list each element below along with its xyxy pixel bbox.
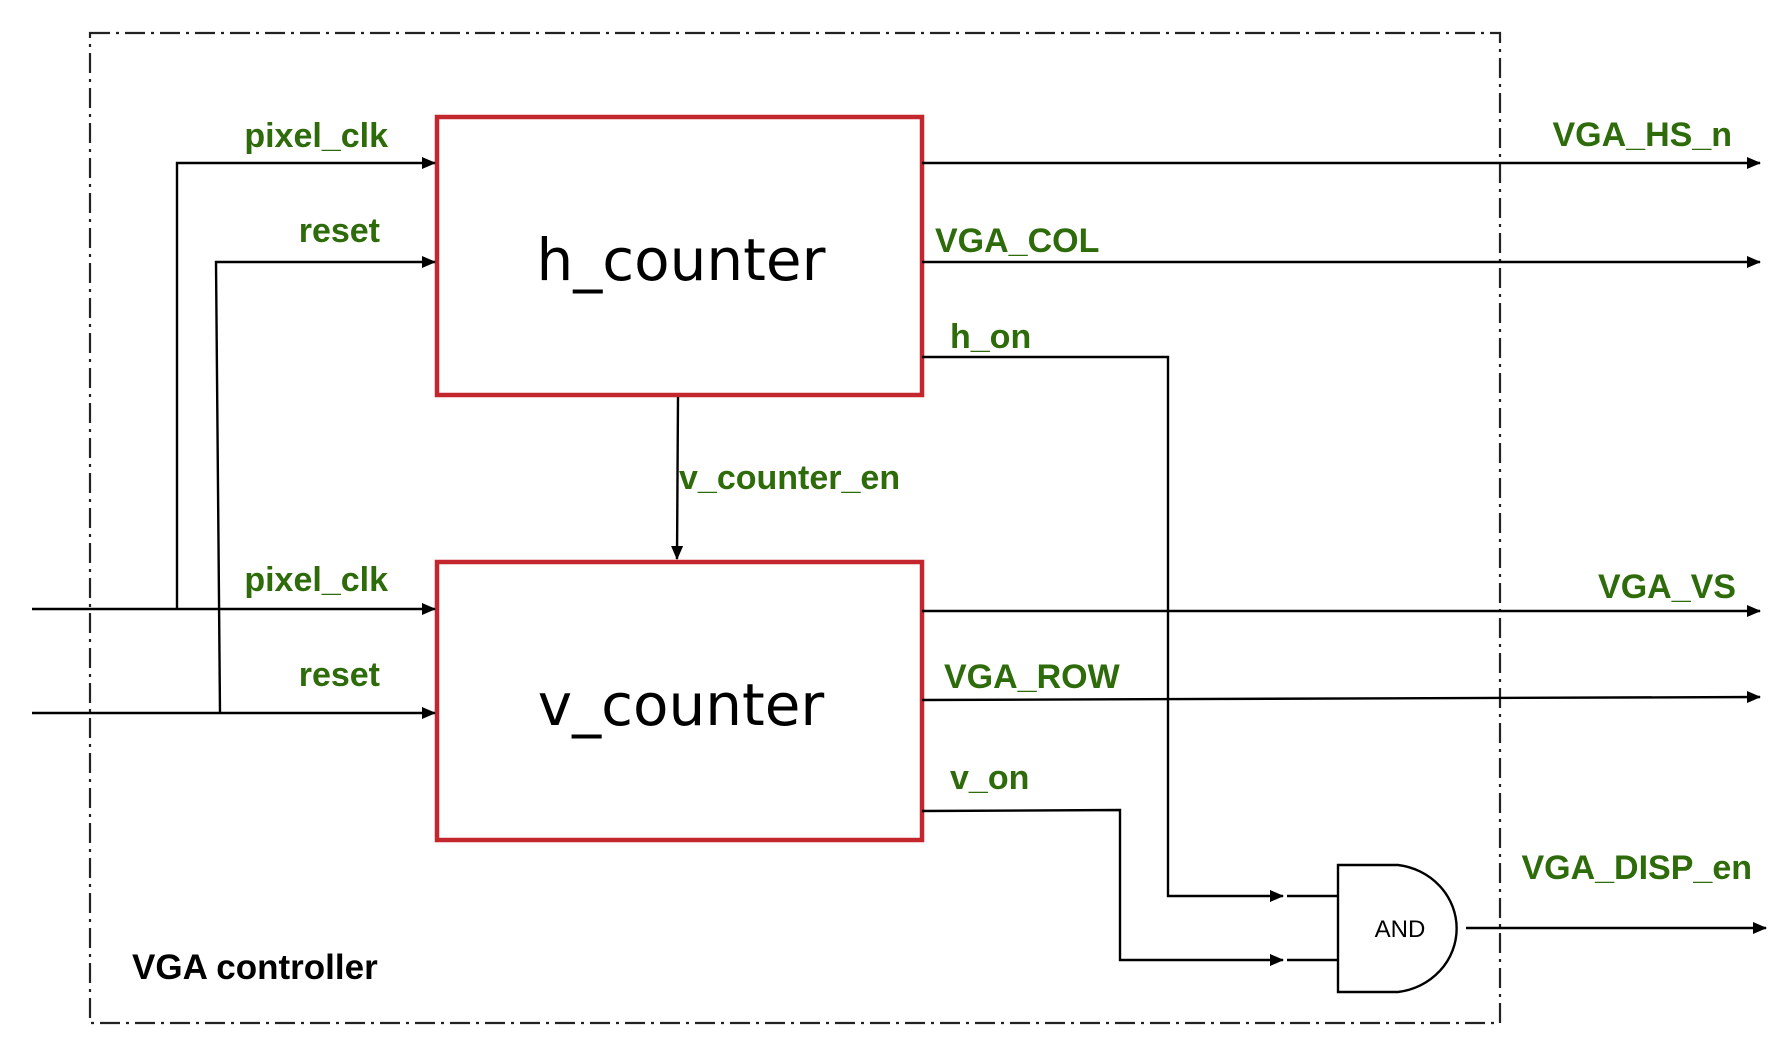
h-counter-label: h_counter (537, 226, 826, 294)
vga-controller-title: VGA controller (132, 948, 378, 987)
h-reset-wire (214, 256, 436, 714)
vga-row-label: VGA_ROW (944, 658, 1121, 696)
v-reset-label: reset (299, 656, 380, 694)
vga-controller-boundary (88, 31, 1502, 1025)
h-pixel-clk-label: pixel_clk (244, 117, 388, 155)
v-pixel-clk-label: pixel_clk (244, 561, 388, 599)
h-counter-block (434, 114, 925, 398)
v-counter-en-label: v_counter_en (679, 459, 900, 497)
and-gate-label: AND (1375, 916, 1426, 943)
v-counter-en-wire (671, 396, 684, 560)
v-on-wire (921, 808, 1284, 966)
h-pixel-clk-wire (175, 157, 436, 609)
h-reset-label: reset (299, 212, 380, 250)
vga-row-wire (921, 691, 1761, 704)
v-counter-block (434, 559, 925, 843)
vga-hs-n-label: VGA_HS_n (1553, 116, 1733, 154)
and-gate (1336, 863, 1458, 994)
vga-col-label: VGA_COL (935, 222, 1099, 260)
v-counter-label: v_counter (538, 671, 825, 739)
vga-disp-en-label: VGA_DISP_en (1521, 849, 1752, 887)
h-on-label: h_on (950, 318, 1031, 356)
h-on-wire (922, 355, 1284, 902)
v-on-label: v_on (950, 759, 1029, 797)
vga-vs-label: VGA_VS (1598, 568, 1736, 606)
